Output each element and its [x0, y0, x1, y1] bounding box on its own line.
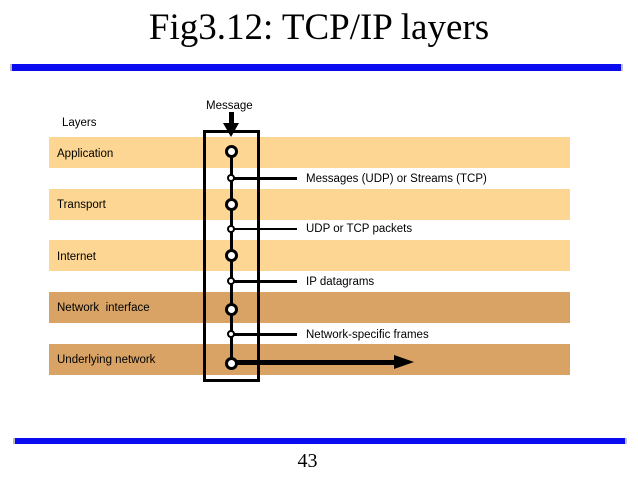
layer-band-label: Application	[57, 147, 114, 160]
node-dot	[225, 144, 238, 158]
right-arrow-icon	[231, 359, 396, 365]
tap-dot	[227, 224, 235, 233]
right-arrow-icon	[394, 355, 414, 369]
layer-band-label: Underlying network	[57, 354, 156, 366]
node-dot	[225, 356, 238, 370]
tap-dot	[227, 174, 235, 182]
annotation-line	[231, 177, 297, 180]
annotation-label: Network-specific frames	[306, 328, 429, 341]
annotation-line	[231, 227, 297, 231]
layer-band-network-interface: Network interface	[49, 291, 570, 323]
layer-band-label: Internet	[57, 250, 96, 263]
annotation-label: IP datagrams	[306, 275, 375, 288]
tap-dot	[227, 277, 235, 285]
message-label: Message	[206, 100, 253, 112]
tap-dot	[227, 330, 235, 338]
layer-band-label: Transport	[57, 199, 106, 211]
layer-band-label: Network interface	[57, 302, 150, 314]
layer-band-underlying-network: Underlying network	[49, 343, 570, 375]
title-divider-rule	[10, 64, 623, 71]
page-number: 43	[297, 450, 318, 472]
down-arrow-icon	[229, 112, 234, 126]
node-dot	[225, 198, 238, 211]
layer-band-transport: Transport	[49, 188, 570, 220]
annotation-line	[231, 333, 297, 336]
protocol-stack-box	[203, 130, 260, 382]
annotation-label: Messages (UDP) or Streams (TCP)	[306, 172, 487, 185]
layer-band-internet: Internet	[49, 240, 570, 271]
node-dot	[225, 302, 238, 316]
annotation-label: UDP or TCP packets	[306, 223, 413, 235]
layer-band-application: Application	[49, 137, 570, 168]
layers-label: Layers	[62, 117, 97, 129]
annotation-line	[231, 280, 297, 283]
page-title: Fig3.12: TCP/IP layers	[148, 7, 490, 48]
node-dot	[225, 249, 238, 262]
footer-divider-rule	[13, 438, 627, 444]
